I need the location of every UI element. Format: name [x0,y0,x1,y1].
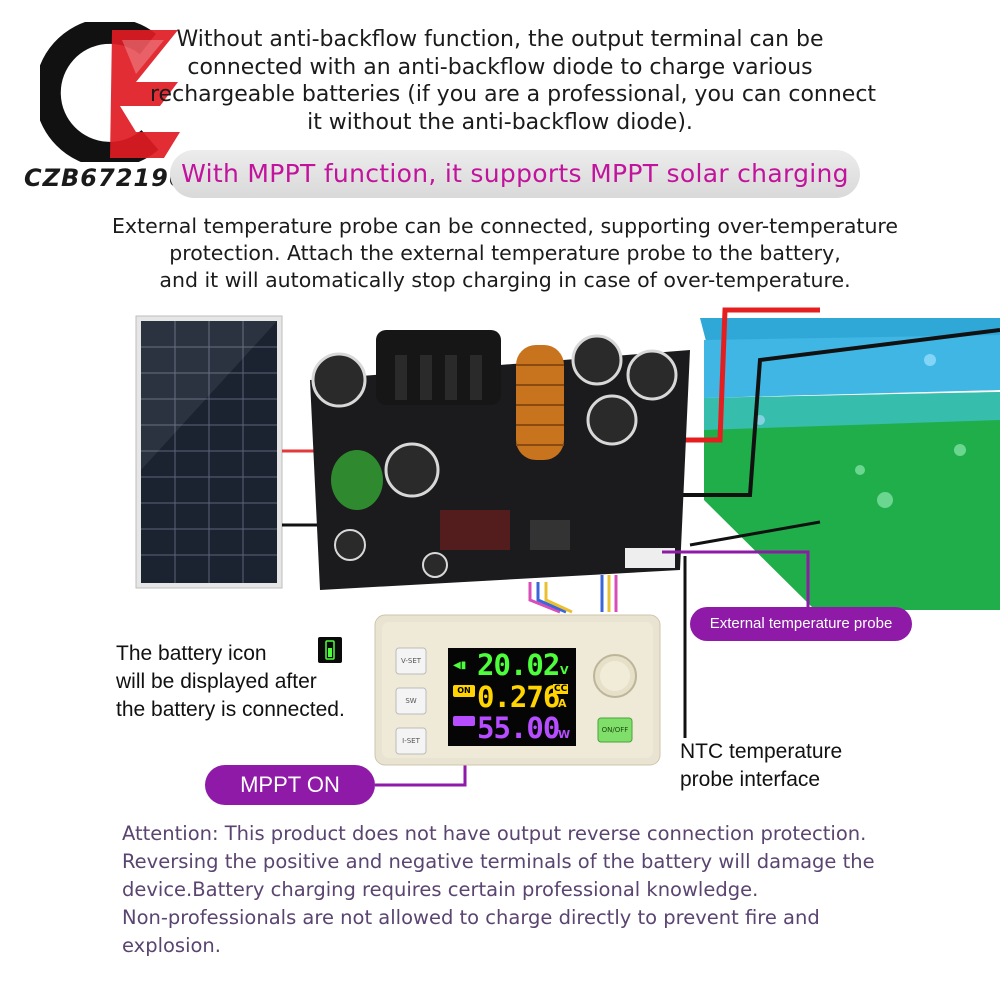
voltage-unit: V [560,664,569,677]
callout-line: the battery is connected. [116,698,345,721]
converter-board [310,330,690,590]
mppt-on-label: MPPT ON [205,765,375,805]
attention-line: device.Battery charging requires certain… [122,878,759,901]
wire-black-battery [668,328,1000,497]
intro-line: it without the anti-backflow diode). [307,109,693,135]
brand-logo [40,22,180,162]
on-badge: ON [453,685,475,697]
mppt-banner-text: With MPPT function, it supports MPPT sol… [181,159,849,188]
mppt-feature-banner: With MPPT function, it supports MPPT sol… [170,150,860,198]
adjust-knob[interactable] [594,655,636,697]
power-unit: W [558,728,571,741]
battery-pack [700,318,1000,610]
display-module [374,614,661,766]
wire-probe [689,520,821,547]
external-probe-label: External temperature probe [690,607,912,641]
cc-badge: CC [553,684,569,694]
attention-line: explosion. [122,934,221,957]
ntc-interface-callout: NTC temperature probe interface [680,738,920,794]
mppt-indicator [453,716,475,726]
temperature-probe-note: External temperature probe can be connec… [100,213,910,294]
intro-line: rechargeable batteries (if you are a pro… [150,82,877,107]
temperature-line: External temperature probe can be connec… [111,214,899,238]
battery-indicator-icon [318,637,342,663]
ribbon-cable [528,575,618,614]
current-unit: A [558,697,567,710]
sw-button[interactable]: SW [405,697,417,705]
probe-callout-line [662,550,810,607]
callout-line: NTC temperature [680,740,843,763]
callout-line: will be displayed after [116,670,317,693]
anti-backflow-note: Without anti-backflow function, the outp… [150,26,877,136]
temperature-line: protection. Attach the external temperat… [169,241,841,265]
voltage-readout: 20.02 [477,648,560,682]
v-set-button[interactable]: V-SET [400,657,422,665]
sound-battery-icon: ◀▮ [453,660,467,671]
callout-line: The battery icon [116,642,267,665]
attention-warning: Attention: This product does not have ou… [122,820,922,960]
on-off-button[interactable]: ON/OFF [601,726,629,734]
intro-line: connected with an anti-backflow diode to… [187,54,813,80]
battery-icon-callout: The battery icon will be displayed after… [116,640,396,724]
attention-line: Reversing the positive and negative term… [122,850,875,873]
temperature-line: and it will automatically stop charging … [159,268,851,292]
intro-line: Without anti-backflow function, the outp… [176,27,824,52]
i-set-button[interactable]: I-SET [402,737,420,745]
power-readout: 55.00 [477,711,560,745]
callout-line: probe interface [680,768,821,791]
current-readout: 0.276 [477,680,560,714]
attention-line: Attention: This product does not have ou… [122,822,867,845]
attention-line: Non-professionals are not allowed to cha… [122,906,820,929]
wire-red-battery [668,307,820,443]
solar-panel [135,315,283,589]
